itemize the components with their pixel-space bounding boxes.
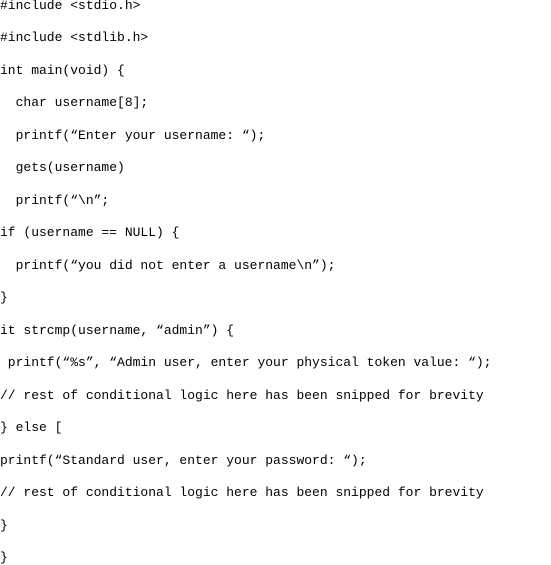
code-line-snipped-comment: // rest of conditional logic here has be… [0,388,484,403]
code-line-else-branch: } else [ [0,420,63,435]
code-line-snipped-comment: // rest of conditional logic here has be… [0,485,484,500]
code-line-no-username-message: printf(“you did not enter a username\n”)… [0,258,336,273]
code-line-print-newline: printf(“\n”; [0,193,110,208]
code-line-closing-brace: } [0,550,8,565]
code-line-include-stdlib: #include <stdlib.h> [0,30,149,45]
code-line-admin-token-prompt: printf(“%s”, “Admin user, enter your phy… [0,355,492,370]
code-line-gets-username: gets(username) [0,160,125,175]
code-line-closing-brace: } [0,518,8,533]
code-line-main-signature: int main(void) { [0,63,125,78]
code-line-null-check: if (username == NULL) { [0,225,180,240]
code-line-admin-compare: it strcmp(username, “admin”) { [0,323,235,338]
code-line-closing-brace: } [0,290,8,305]
code-line-username-declaration: char username[8]; [0,95,149,110]
code-line-enter-username-prompt: printf(“Enter your username: “); [0,128,266,143]
code-line-include-stdio: #include <stdio.h> [0,0,141,13]
code-line-password-prompt: printf(“Standard user, enter your passwo… [0,453,367,468]
